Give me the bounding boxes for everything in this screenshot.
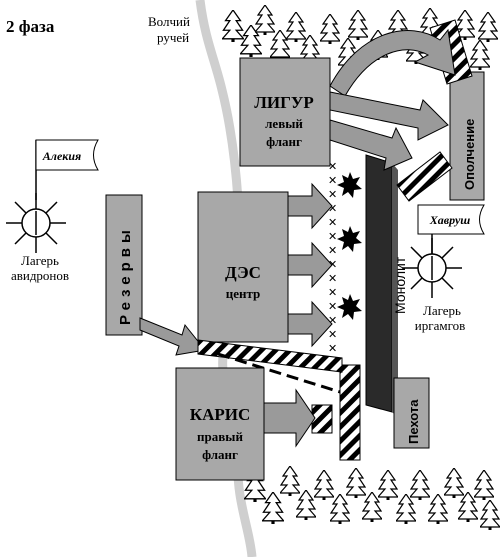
ligur-sub2: фланг	[266, 134, 302, 149]
svg-text:✕: ✕	[328, 343, 337, 355]
svg-text:✕: ✕	[328, 245, 337, 257]
ligur-sub1: левый	[265, 116, 303, 131]
monolith-label: Монолит	[392, 256, 408, 314]
ligur-arrow-upper	[329, 28, 456, 97]
left-camp-sun-icon	[6, 193, 66, 253]
reserves-arrow	[139, 317, 206, 356]
monolith	[365, 154, 393, 413]
forest-bottom	[244, 466, 500, 530]
left-camp-flag-text: Алекия	[42, 149, 81, 163]
phase-title: 2 фаза	[6, 17, 55, 36]
reserves-label: Резервы	[117, 225, 134, 325]
dashed-retreat-line	[217, 352, 341, 394]
svg-text:✕: ✕	[328, 217, 337, 229]
infantry-label: Пехота	[406, 399, 421, 444]
right-camp-sun-icon	[402, 238, 462, 298]
svg-text:✕: ✕	[328, 175, 337, 187]
des-arrow-3	[287, 300, 333, 348]
left-camp-line2: авидронов	[11, 268, 69, 283]
ligur-unit	[239, 57, 331, 167]
svg-text:✕: ✕	[328, 329, 337, 341]
des-arrow-1	[287, 182, 333, 230]
hatched-block-mid	[396, 151, 453, 202]
karis-name: КАРИС	[190, 405, 251, 424]
stake-line: ✕✕ ✕✕ ✕✕ ✕✕ ✕✕ ✕✕ ✕✕ ✕	[328, 161, 337, 369]
des-sub1: центр	[226, 286, 261, 301]
hatched-block-bottom	[339, 364, 361, 461]
right-camp-flag	[417, 204, 485, 235]
right-camp-line1: Лагерь	[423, 303, 461, 318]
svg-text:✕: ✕	[328, 203, 337, 215]
ligur-arrow-middle	[329, 91, 449, 141]
svg-text:✕: ✕	[328, 287, 337, 299]
svg-text:✕: ✕	[328, 315, 337, 327]
reserves-unit	[105, 194, 143, 336]
left-camp-flag	[35, 139, 99, 171]
des-name: ДЭС	[225, 263, 261, 282]
clash-marks	[337, 172, 362, 320]
militia-label: Ополчение	[462, 119, 477, 190]
karis-sub1: правый	[197, 429, 243, 444]
hatched-block-small	[311, 404, 333, 434]
ligur-name: ЛИГУР	[254, 93, 314, 112]
karis-unit	[175, 367, 265, 481]
des-unit	[197, 191, 289, 343]
svg-text:✕: ✕	[328, 301, 337, 313]
ligur-arrow-lower	[329, 119, 413, 171]
svg-text:✕: ✕	[328, 231, 337, 243]
stream-label-line1: Волчий	[148, 14, 190, 29]
infantry-unit	[393, 377, 430, 449]
left-camp: Алекия Лагерь авидронов	[6, 139, 99, 283]
stream-label-line2: ручей	[157, 30, 189, 45]
left-camp-line1: Лагерь	[21, 253, 59, 268]
karis-sub2: фланг	[202, 447, 238, 462]
hatched-diagonal	[197, 339, 343, 373]
militia-unit	[449, 71, 485, 201]
des-arrow-2	[287, 241, 333, 289]
right-camp: Хавруш Лагерь иргамгов	[402, 204, 485, 333]
karis-arrow	[263, 388, 316, 448]
svg-text:✕: ✕	[328, 273, 337, 285]
right-camp-flag-text: Хавруш	[429, 213, 471, 227]
right-camp-line2: иргамгов	[415, 318, 465, 333]
svg-text:✕: ✕	[328, 161, 337, 173]
svg-text:✕: ✕	[328, 189, 337, 201]
